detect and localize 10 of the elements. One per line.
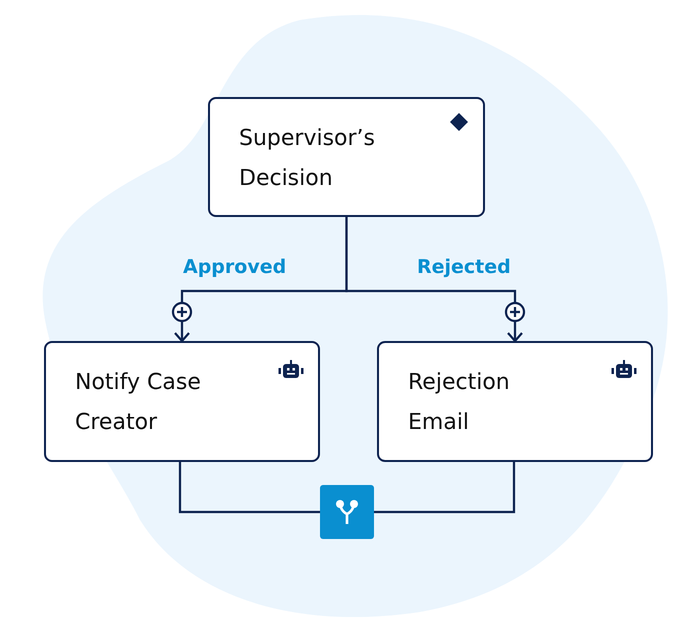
connector-line xyxy=(178,462,320,514)
process-box xyxy=(44,341,320,462)
node-title: Supervisor’s Decision xyxy=(239,125,376,193)
connector-line xyxy=(374,462,516,514)
process-box xyxy=(377,341,653,462)
merge-tile xyxy=(320,485,374,539)
process-box xyxy=(208,97,485,217)
node-title: Notify Case Creator xyxy=(75,369,202,437)
node-title: Rejection Email xyxy=(408,369,511,437)
connector-arrow xyxy=(345,217,524,342)
